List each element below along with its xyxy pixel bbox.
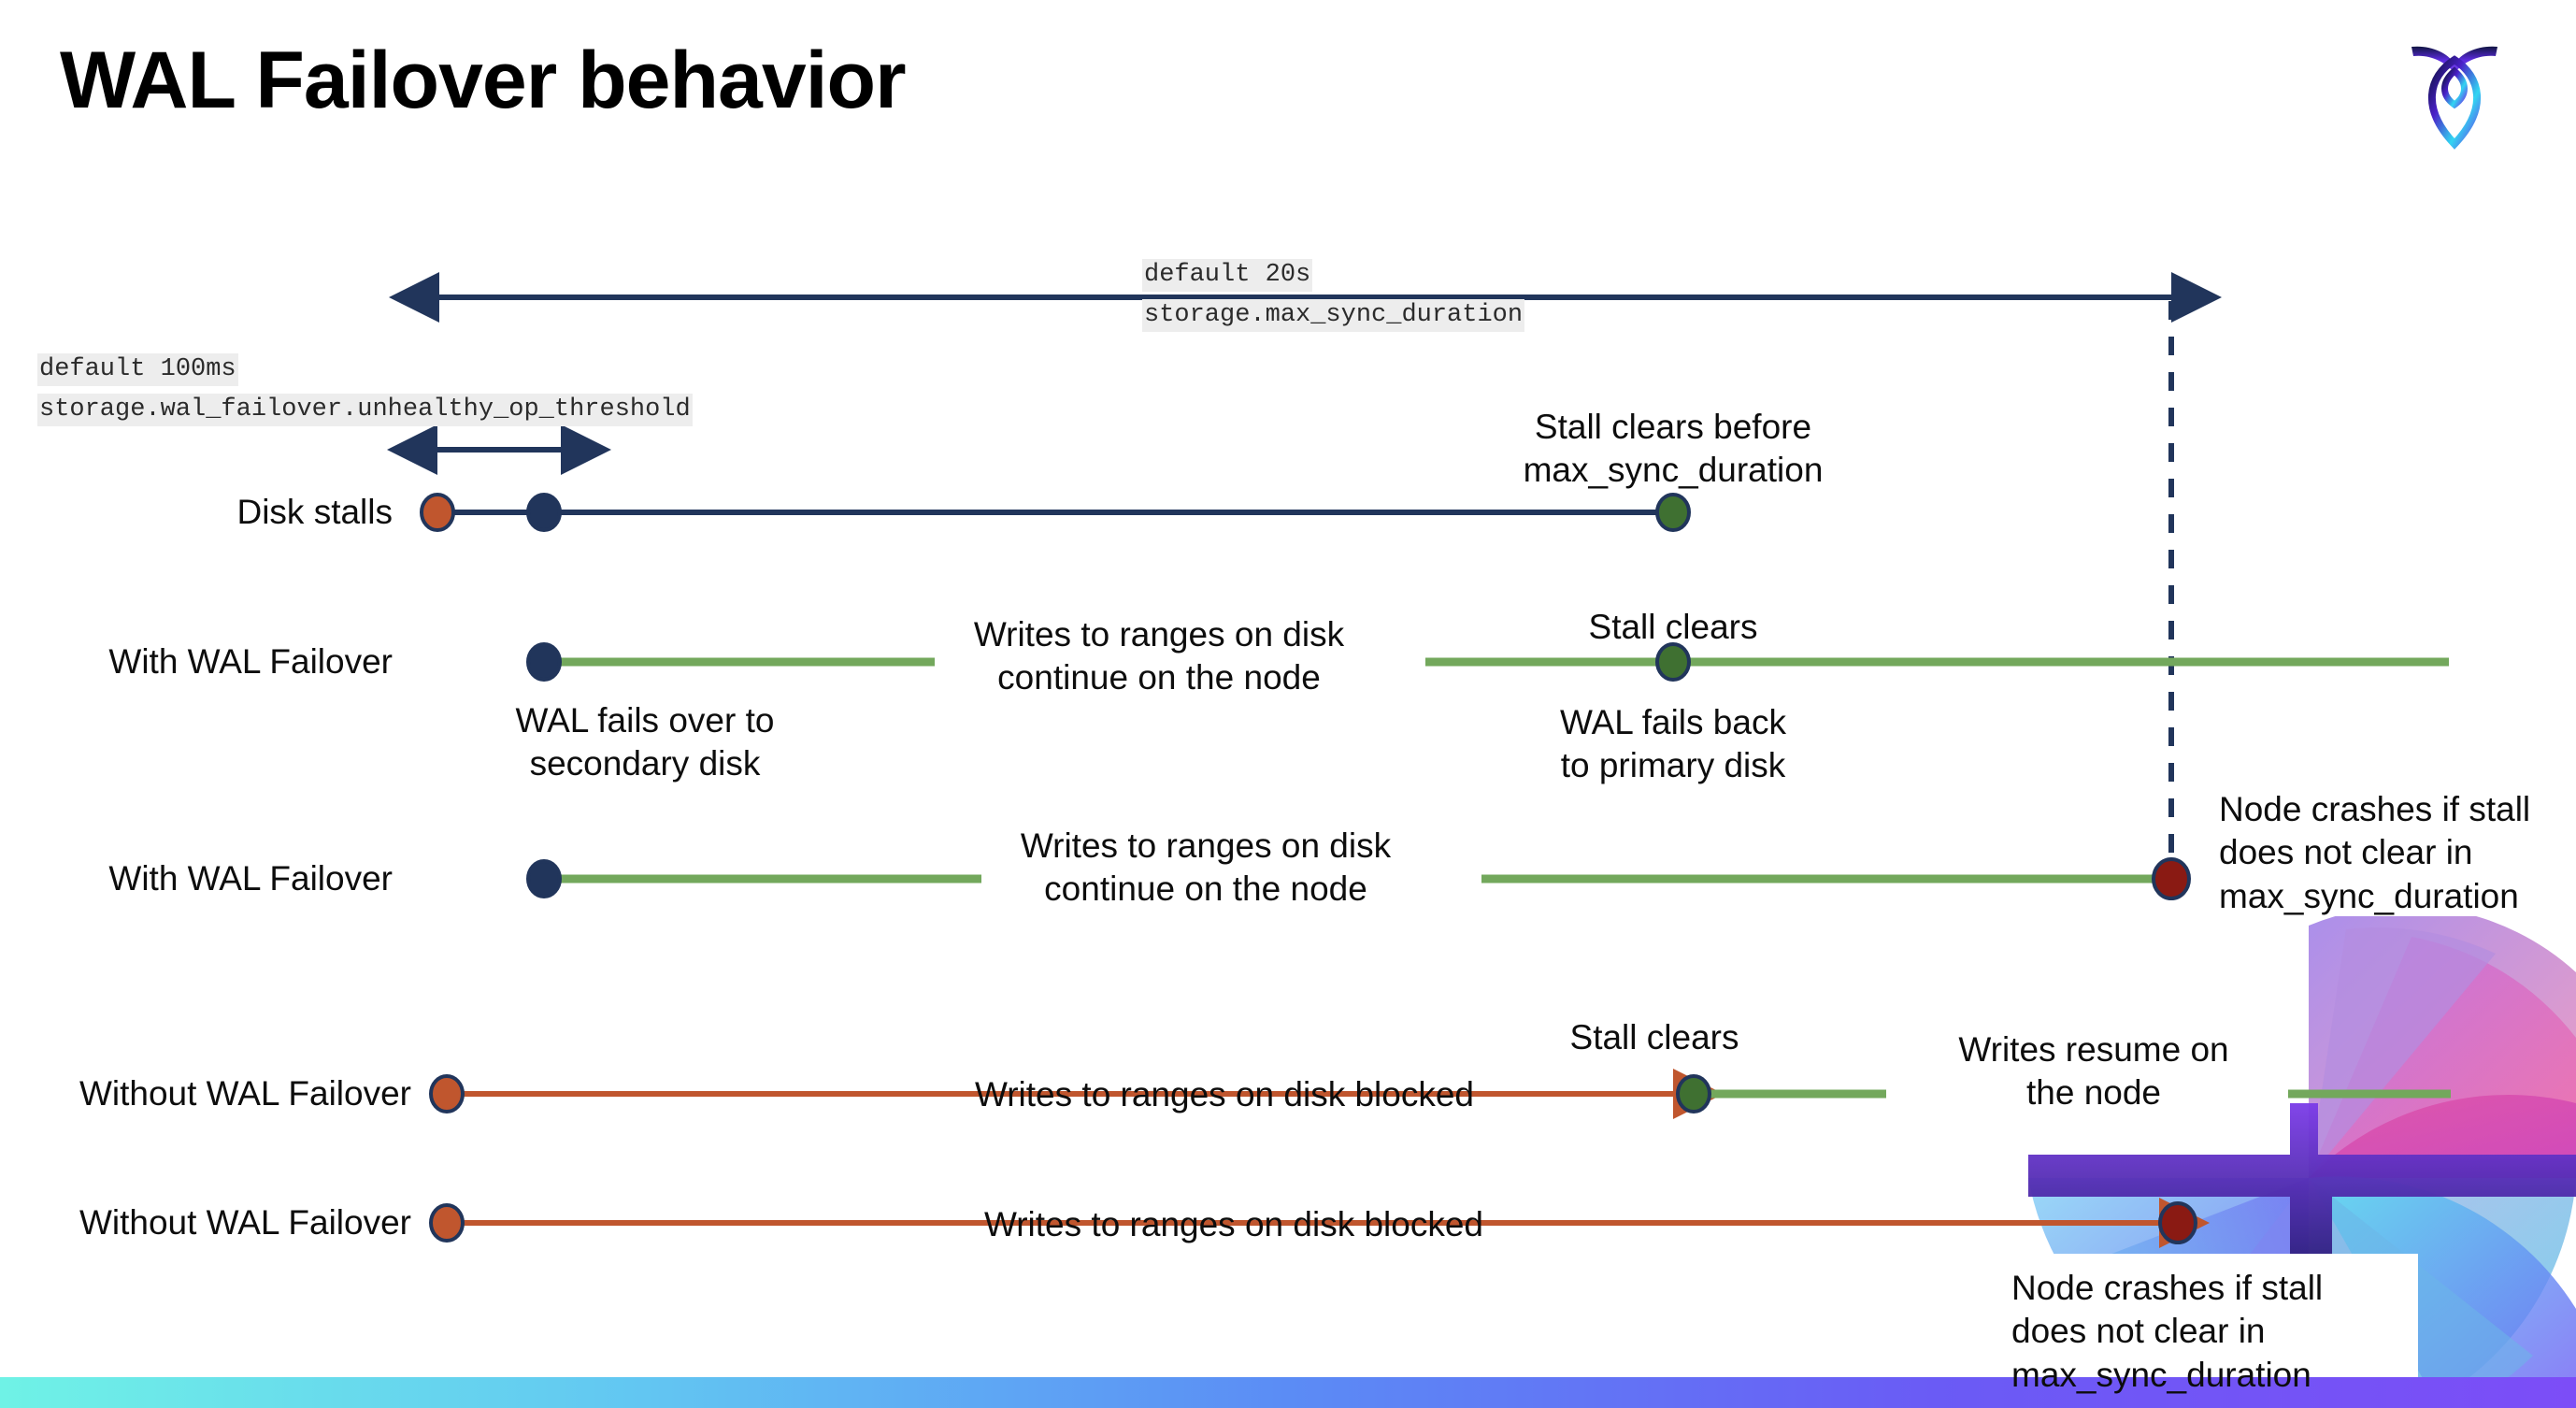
annotation-wal-fails-back: WAL fails back to primary disk	[1560, 703, 1786, 785]
row-label-with-wal-failover-1: With WAL Failover	[108, 642, 393, 681]
page-title: WAL Failover behavior	[60, 36, 907, 125]
annotation-node-crashes-1: Node crashes if stall does not clear in …	[2219, 790, 2531, 915]
code-label-max-sync-line2: storage.max_sync_duration	[1142, 299, 1525, 333]
annotation-writes-resume: Writes resume on the node	[1958, 1030, 2229, 1113]
marker-stall-clears	[1655, 642, 1691, 682]
marker-stall-clears	[1655, 493, 1691, 532]
annotation-stall-clears-before: Stall clears before max_sync_duration	[1523, 408, 1824, 490]
annotation-wal-fails-over: WAL fails over to secondary disk	[515, 701, 775, 783]
marker-stall-start	[429, 1074, 465, 1113]
marker-stall-start	[429, 1203, 465, 1243]
annotation-node-crashes-2: Node crashes if stall does not clear in …	[2011, 1269, 2324, 1394]
cockroachdb-logo-icon	[2398, 28, 2511, 159]
timeline-row-disk-stalls	[420, 493, 1691, 532]
marker-node-crash	[2158, 1201, 2197, 1244]
timeline-row-without-wal-failover-clears	[429, 1069, 2451, 1119]
annotation-writes-continue-2: Writes to ranges on disk continue on the…	[1020, 826, 1392, 909]
marker-failover-start	[526, 642, 562, 682]
marker-stall-start	[420, 493, 455, 532]
bottom-gradient-bar	[0, 1377, 2576, 1408]
code-label-unhealthy-line2: storage.wal_failover.unhealthy_op_thresh…	[37, 394, 693, 427]
annotation-writes-blocked-1: Writes to ranges on disk blocked	[974, 1075, 1475, 1113]
marker-failover-start	[526, 859, 562, 898]
code-label-max-sync-line1: default 20s	[1142, 259, 1313, 293]
marker-threshold	[526, 493, 562, 532]
row-label-with-wal-failover-2: With WAL Failover	[108, 859, 393, 898]
annotation-writes-continue-1: Writes to ranges on disk continue on the…	[973, 615, 1345, 697]
timeline-row-with-wal-failover-clears	[526, 642, 2449, 682]
row-label-without-wal-failover-2: Without WAL Failover	[79, 1203, 411, 1242]
timeline-row-without-wal-failover-crash	[429, 1198, 2210, 1248]
annotation-writes-blocked-2: Writes to ranges on disk blocked	[983, 1205, 1484, 1243]
marker-node-crash	[2152, 857, 2191, 900]
timeline-row-with-wal-failover-crash	[526, 857, 2191, 900]
code-label-unhealthy-line1: default 100ms	[37, 353, 238, 387]
annotation-stall-clears-2: Stall clears	[1569, 1018, 1739, 1056]
annotation-stall-clears-1: Stall clears	[1588, 608, 1758, 646]
marker-stall-clears	[1676, 1074, 1711, 1113]
row-label-disk-stalls: Disk stalls	[236, 493, 393, 531]
row-label-without-wal-failover-1: Without WAL Failover	[79, 1074, 411, 1113]
